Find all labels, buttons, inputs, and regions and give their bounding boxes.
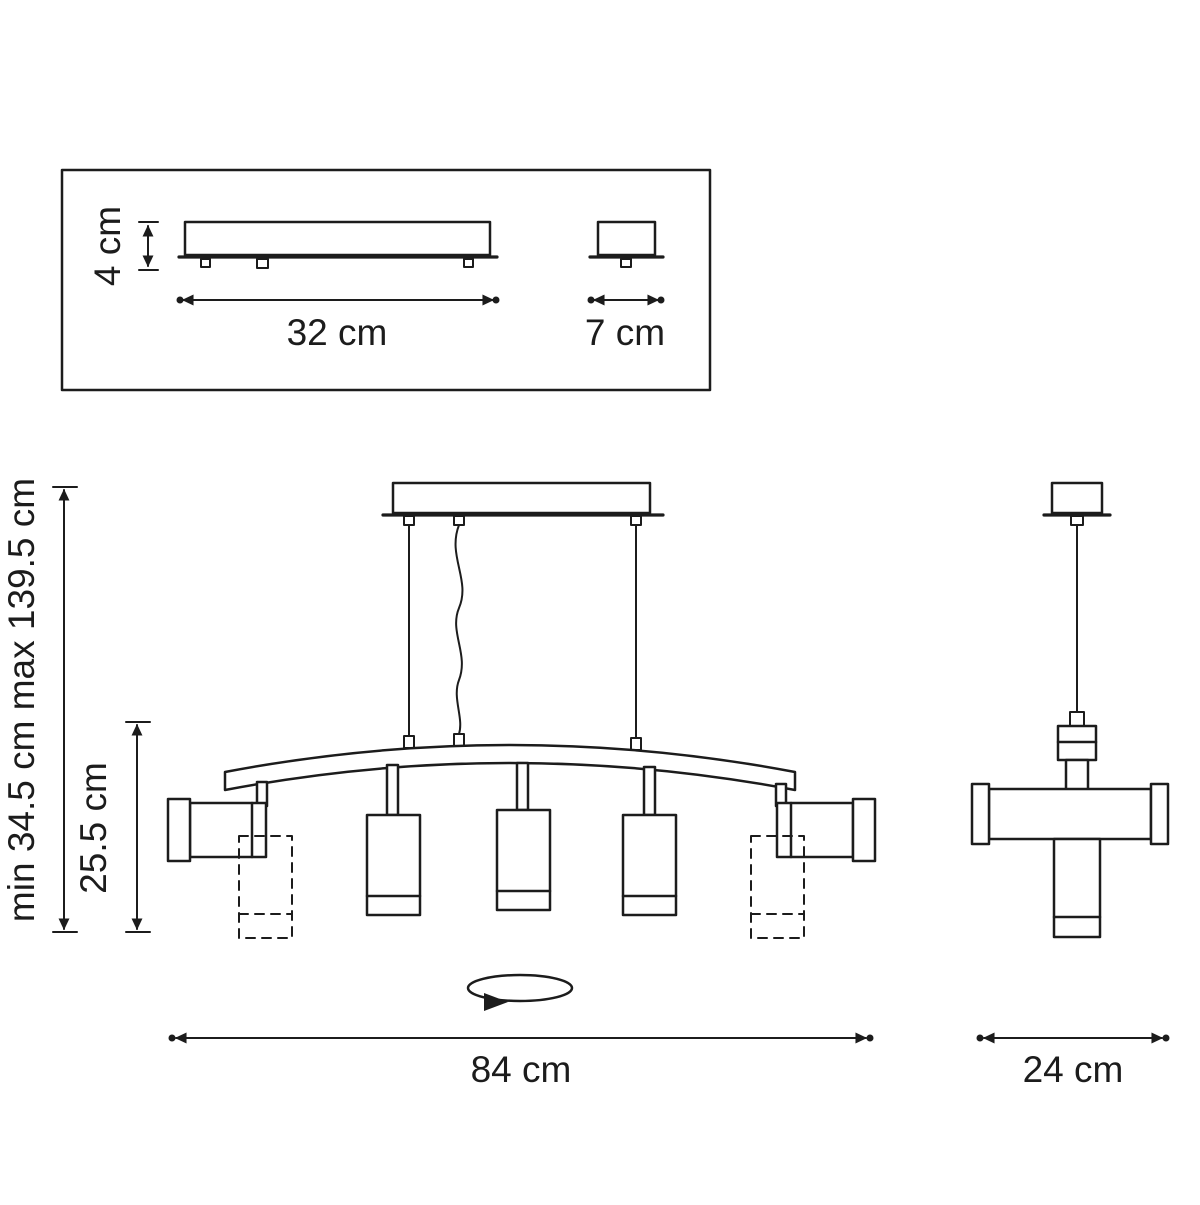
canopy-end-body <box>596 220 657 257</box>
side-bar-rim-left <box>970 782 991 846</box>
spot-2-vertical <box>365 813 422 917</box>
suspension-range-label: min 34.5 cm max 139.5 cm <box>1 478 42 922</box>
fixture-width-label: 84 cm <box>471 1049 572 1090</box>
fixture-depth-label: 24 cm <box>1023 1049 1124 1090</box>
rod-spot-center <box>515 761 530 812</box>
spot-4-body <box>621 813 678 917</box>
power-cord <box>454 524 464 735</box>
fixture-width-dimension: 84 cm <box>168 1032 874 1090</box>
spot-left-rotated-position <box>238 835 293 939</box>
side-cord-grip <box>1069 711 1085 727</box>
fixture-height-label: 25.5 cm <box>73 762 114 894</box>
cord-grip-left <box>403 735 415 749</box>
rod-spot-4 <box>642 765 657 817</box>
detail-box-border <box>60 168 712 392</box>
spot-center-body <box>495 808 552 912</box>
canopy-length-dimension: 32 cm <box>176 294 500 353</box>
spot-right-rotated-position <box>750 835 805 939</box>
rod-spot-2 <box>385 763 400 817</box>
rotation-ellipse <box>466 973 574 1003</box>
side-arm-bar <box>987 787 1153 841</box>
curved-arm <box>223 743 797 792</box>
ceiling-plate <box>391 481 652 515</box>
canopy-length-label: 32 cm <box>287 312 388 353</box>
spot-left-horizontal <box>166 797 268 863</box>
spot-right-body <box>775 801 855 859</box>
canopy-long-view <box>177 220 499 269</box>
canopy-height-dimension: 4 cm <box>87 206 159 286</box>
fixture-depth-dimension: 24 cm <box>976 1032 1170 1090</box>
side-canopy <box>1050 481 1104 515</box>
cord-grip-middle <box>453 733 465 747</box>
cord-grip-right <box>630 737 642 751</box>
spot-2-body <box>365 813 422 917</box>
rotation-arrow-icon <box>484 993 508 1011</box>
fixture-side-view <box>970 481 1170 939</box>
spot-center-vertical <box>495 808 552 912</box>
rotation-indicator <box>466 973 574 1011</box>
canopy-width-dimension: 7 cm <box>585 294 665 353</box>
canopy-body <box>183 220 492 257</box>
side-bar-rim-right <box>1149 782 1170 846</box>
spot-left-body <box>188 801 268 859</box>
spot-right-rim <box>851 797 877 863</box>
spot-4-vertical <box>621 813 678 917</box>
spot-left-dashed-outline <box>238 835 293 939</box>
suspension-range-dimension: min 34.5 cm max 139.5 cm <box>1 478 78 933</box>
side-hanger-neck <box>1064 758 1090 792</box>
canopy-width-label: 7 cm <box>585 312 665 353</box>
canopy-height-label: 4 cm <box>87 206 128 286</box>
canopy-short-view <box>588 220 665 268</box>
canopy-detail-box: 4 cm 32 cm 7 cm <box>60 168 712 392</box>
fixture-height-dimension: 25.5 cm <box>73 721 151 933</box>
spot-right-dashed-outline <box>750 835 805 939</box>
spot-left-rim <box>166 797 192 863</box>
spot-right-horizontal <box>775 797 877 863</box>
fixture-front-view <box>166 481 877 1011</box>
side-vertical-spot <box>1052 837 1102 939</box>
